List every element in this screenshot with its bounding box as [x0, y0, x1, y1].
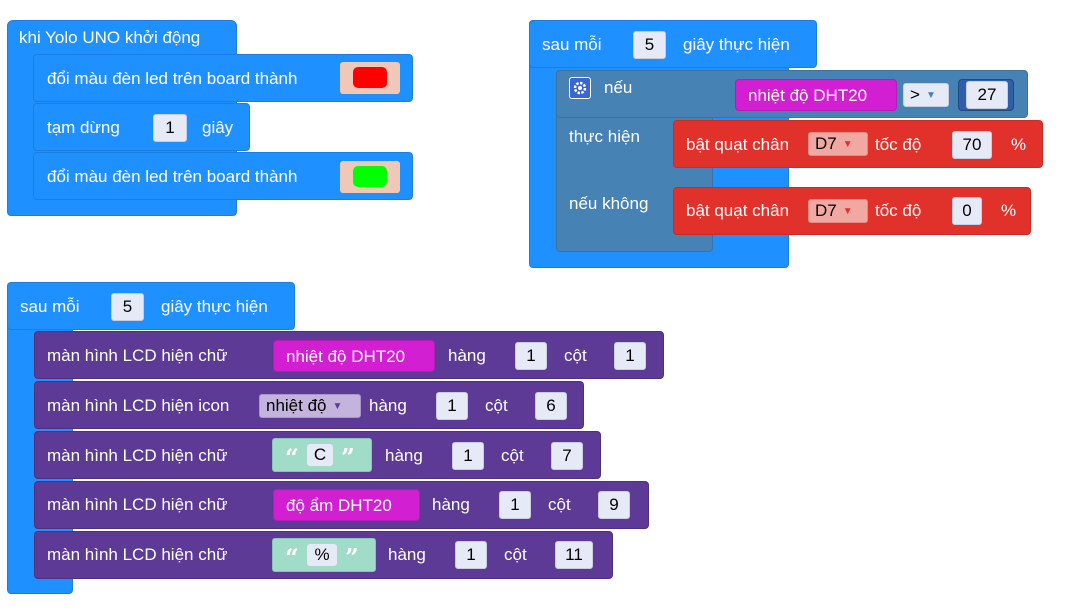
set-led-color-label: đổi màu đèn led trên board thành	[47, 69, 298, 88]
timer-interval-input[interactable]: 5	[111, 293, 144, 321]
else-label: nếu không	[569, 194, 649, 213]
led-color-picker-red[interactable]	[340, 62, 400, 94]
fan-speed-label: tốc độ	[875, 201, 922, 220]
col-label: cột	[564, 346, 587, 365]
temperature-sensor-label: nhiệt độ DHT20	[748, 86, 868, 105]
led-color-picker-green[interactable]	[340, 161, 400, 193]
temperature-sensor-block[interactable]	[273, 340, 435, 372]
timer-event-header-bar	[7, 282, 295, 330]
startup-event-label: khi Yolo UNO khởi động	[19, 28, 201, 47]
lcd-print-icon-label: màn hình LCD hiện icon	[47, 396, 230, 415]
delay-block[interactable]	[33, 103, 250, 151]
lcd-col-input[interactable]: 7	[551, 442, 583, 470]
lcd-print-label: màn hình LCD hiện chữ	[47, 446, 228, 465]
fan-speed-unit: %	[1001, 201, 1017, 220]
delay-label: tạm dừng	[47, 118, 120, 137]
timer-unit-label: giây thực hiện	[683, 35, 790, 54]
lcd-row-input[interactable]: 1	[436, 392, 468, 420]
operator-value: >	[910, 85, 920, 104]
temperature-sensor-block[interactable]	[735, 79, 897, 111]
dropdown-arrow-icon: ▼	[842, 205, 853, 217]
timer-every-label: sau mỗi	[542, 35, 602, 54]
fan-pin-label: bật quạt chân	[686, 201, 790, 220]
fan-speed-input[interactable]: 0	[952, 197, 982, 225]
lcd-print-label: màn hình LCD hiện chữ	[47, 346, 228, 365]
lcd-row-input[interactable]: 1	[452, 442, 484, 470]
timer-interval-input[interactable]: 5	[633, 31, 666, 59]
lcd-col-input[interactable]: 1	[614, 342, 646, 370]
timer-every-label: sau mỗi	[20, 297, 80, 316]
col-label: cột	[548, 495, 571, 514]
do-label: thực hiện	[569, 127, 640, 146]
lcd-icon-value: nhiệt độ	[266, 396, 327, 415]
threshold-input[interactable]: 27	[966, 81, 1008, 109]
fan-pin-dropdown[interactable]: D7 ▼	[808, 199, 868, 223]
open-quote-icon: “	[285, 443, 299, 472]
humidity-sensor-label: độ ẩm DHT20	[286, 496, 392, 515]
lcd-print-label: màn hình LCD hiện chữ	[47, 545, 228, 564]
fan-speed-unit: %	[1011, 135, 1027, 154]
fan-pin-label: bật quạt chân	[686, 135, 790, 154]
close-quote-icon: ”	[345, 543, 359, 572]
red-color-swatch	[353, 67, 387, 88]
set-led-color-label: đổi màu đèn led trên board thành	[47, 167, 298, 186]
text-literal-value[interactable]: C	[307, 444, 333, 466]
lcd-print-label: màn hình LCD hiện chữ	[47, 495, 228, 514]
fan-pin-value: D7	[815, 134, 837, 153]
fan-pin-dropdown[interactable]: D7 ▼	[808, 132, 868, 156]
timer-unit-label: giây thực hiện	[161, 297, 268, 316]
if-label: nếu	[604, 78, 633, 97]
delay-unit-label: giây	[202, 118, 234, 137]
text-literal-value[interactable]: %	[307, 544, 337, 566]
row-label: hàng	[385, 446, 423, 465]
text-literal-block[interactable]: “ % ”	[272, 538, 376, 572]
lcd-row-input[interactable]: 1	[515, 342, 547, 370]
text-literal-block[interactable]: “ C ”	[272, 438, 372, 472]
row-label: hàng	[369, 396, 407, 415]
fan-speed-input[interactable]: 70	[952, 131, 992, 159]
close-quote-icon: ”	[341, 443, 355, 472]
row-label: hàng	[448, 346, 486, 365]
dropdown-arrow-icon: ▼	[925, 89, 936, 101]
lcd-col-input[interactable]: 6	[535, 392, 567, 420]
dropdown-arrow-icon: ▼	[842, 138, 853, 150]
if-settings-gear-icon[interactable]	[569, 77, 591, 99]
lcd-row-input[interactable]: 1	[455, 541, 487, 569]
fan-pin-value: D7	[815, 201, 837, 220]
row-label: hàng	[388, 545, 426, 564]
lcd-row-input[interactable]: 1	[499, 491, 531, 519]
delay-seconds-input[interactable]: 1	[153, 114, 187, 142]
comparison-operator-dropdown[interactable]: >▼	[903, 83, 949, 107]
green-color-swatch	[353, 166, 387, 187]
humidity-sensor-block[interactable]	[273, 489, 420, 521]
lcd-col-input[interactable]: 9	[598, 491, 630, 519]
lcd-icon-dropdown[interactable]: nhiệt độ ▼	[259, 394, 361, 418]
col-label: cột	[501, 446, 524, 465]
open-quote-icon: “	[285, 543, 299, 572]
dropdown-arrow-icon: ▼	[332, 400, 343, 412]
lcd-col-input[interactable]: 11	[555, 541, 593, 569]
row-label: hàng	[432, 495, 470, 514]
col-label: cột	[485, 396, 508, 415]
fan-speed-label: tốc độ	[875, 135, 922, 154]
col-label: cột	[504, 545, 527, 564]
timer-event-header-bar	[529, 20, 817, 68]
temperature-sensor-label: nhiệt độ DHT20	[286, 347, 406, 366]
